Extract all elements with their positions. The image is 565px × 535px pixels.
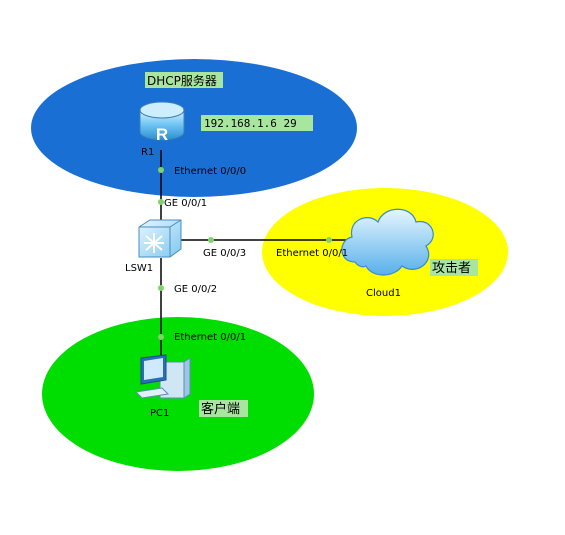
switch-icon[interactable] <box>138 219 182 258</box>
cloud-icon[interactable] <box>341 208 434 276</box>
switch-name: LSW1 <box>125 263 153 274</box>
server-zone-label: DHCP服务器 <box>147 73 217 88</box>
server-zone <box>31 59 357 197</box>
attacker-zone-tag-bg <box>430 259 478 276</box>
port-dot <box>158 167 164 173</box>
attacker-zone-label: 攻击者 <box>432 261 471 276</box>
client-zone-tag-bg <box>199 400 248 417</box>
router-name: R1 <box>141 147 154 158</box>
router-icon[interactable]: R <box>139 101 185 144</box>
port-dot <box>326 237 332 243</box>
port-label: GE 0/0/1 <box>164 198 207 209</box>
pc-name: PC1 <box>150 408 169 419</box>
pc-icon[interactable] <box>134 354 191 399</box>
server-info-tag-bg <box>201 115 313 131</box>
port-label: GE 0/0/3 <box>203 248 246 259</box>
port-dot <box>158 334 164 340</box>
port-label: Ethernet 0/0/1 <box>174 332 246 343</box>
client-zone-label: 客户端 <box>201 401 240 417</box>
port-dot <box>208 237 214 243</box>
port-dot <box>158 199 164 205</box>
cloud-name: Cloud1 <box>366 288 401 299</box>
server-zone-tag-bg <box>145 72 223 88</box>
port-label: Ethernet 0/0/1 <box>276 248 348 259</box>
port-label: GE 0/0/2 <box>174 284 217 295</box>
server-ip-label: 192.168.1.6 29 <box>204 117 297 130</box>
port-label: Ethernet 0/0/0 <box>174 166 246 177</box>
port-dot <box>158 285 164 291</box>
svg-text:R: R <box>156 125 168 144</box>
